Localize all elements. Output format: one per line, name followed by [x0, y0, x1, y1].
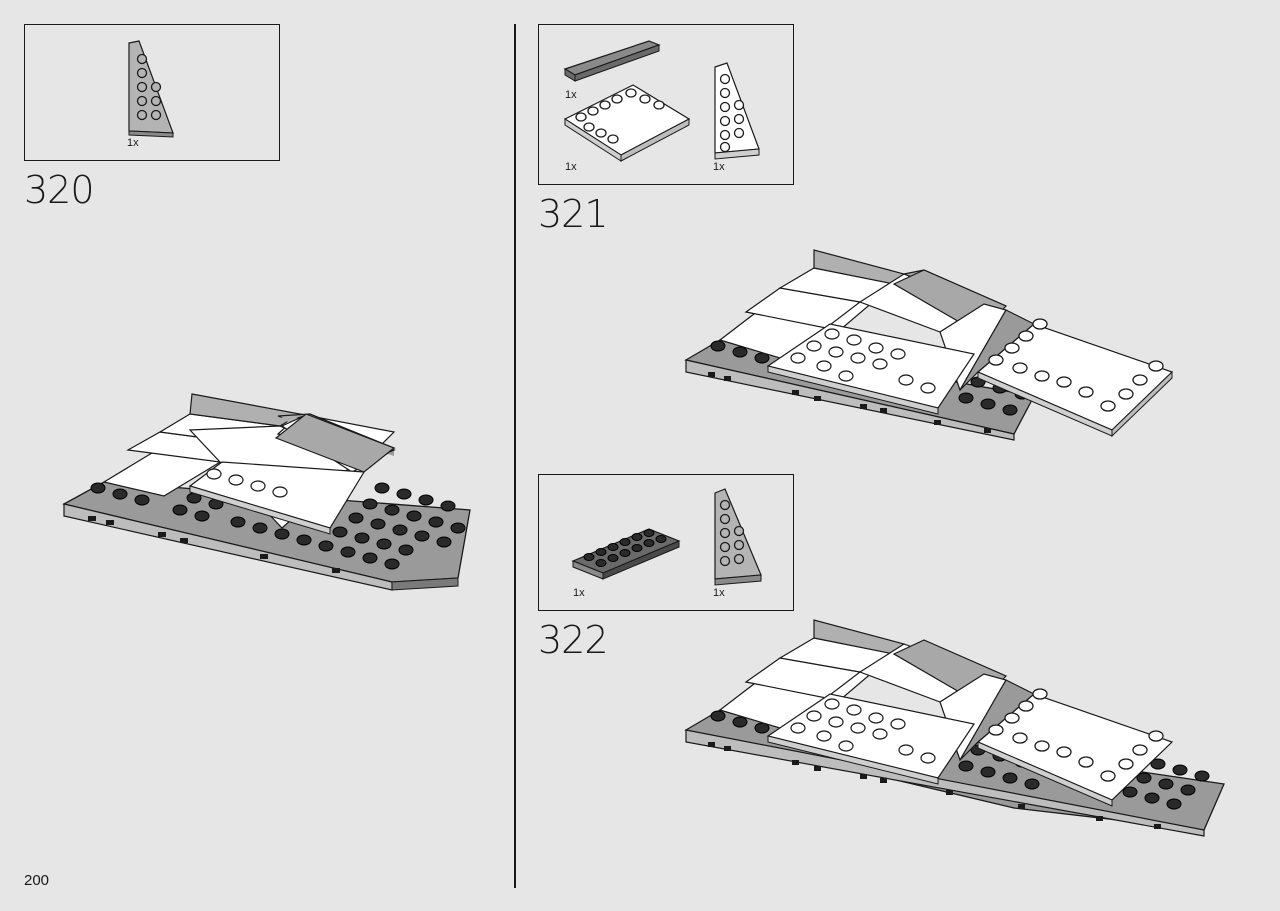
parts-callout-322: 1x 1x — [538, 474, 794, 611]
part-quantity: 1x — [565, 89, 577, 101]
light-gray-wedge-plate-icon — [714, 488, 762, 586]
dark-gray-tile-icon — [563, 40, 661, 82]
part-quantity: 1x — [127, 137, 139, 149]
step-number-320: 320 — [24, 168, 95, 212]
assembly-model-320 — [62, 393, 471, 591]
parts-callout-321: 1x 1x 1x — [538, 24, 794, 185]
dark-gray-plate-icon — [571, 528, 681, 580]
step-number-322: 322 — [538, 618, 609, 662]
assembly-model-322 — [684, 619, 1225, 837]
part-quantity: 1x — [573, 587, 585, 599]
part-quantity: 1x — [713, 161, 725, 173]
white-wedge-plate-icon — [714, 62, 760, 160]
light-gray-wedge-plate-icon — [128, 40, 174, 138]
parts-callout-320: 1x — [24, 24, 280, 161]
step-number-321: 321 — [538, 192, 609, 236]
assembly-model-321 — [684, 249, 1174, 441]
page-divider — [514, 24, 516, 888]
part-quantity: 1x — [713, 587, 725, 599]
white-plate-icon — [563, 84, 691, 162]
part-quantity: 1x — [565, 161, 577, 173]
page-number: 200 — [24, 872, 50, 889]
